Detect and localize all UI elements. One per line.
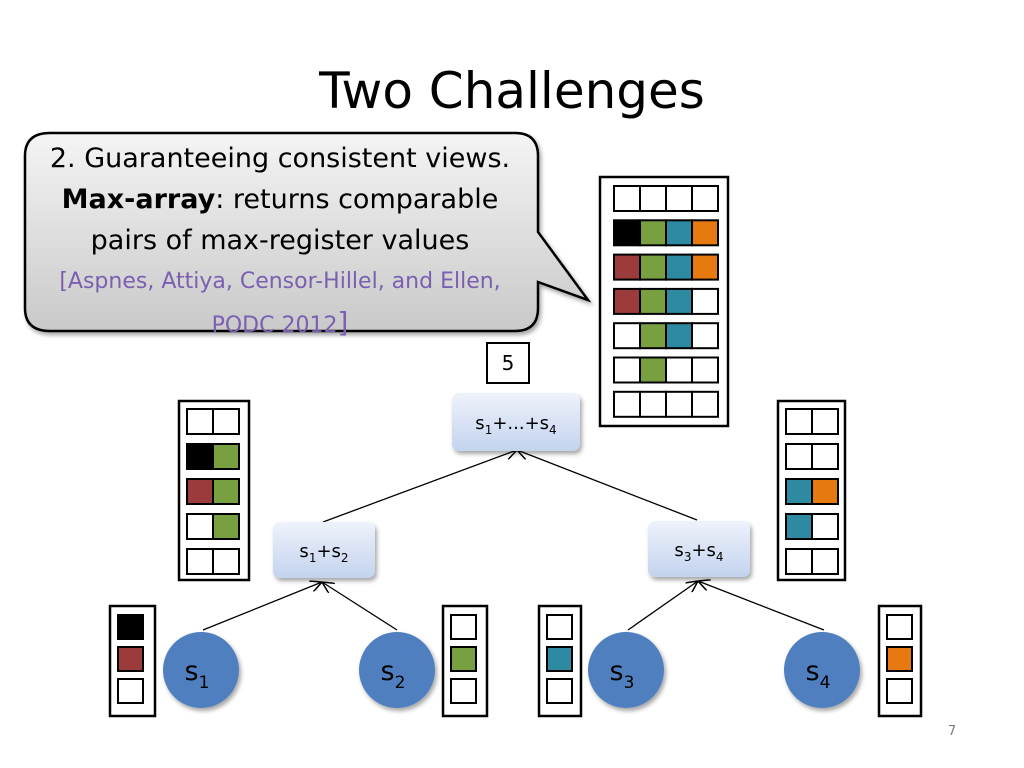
callout-bubble bbox=[23, 131, 592, 333]
citation-venue: PODC 2012 bbox=[211, 313, 338, 338]
left-array-cell bbox=[212, 478, 240, 505]
root-array-cell bbox=[665, 253, 693, 281]
leaf-array-4-cell bbox=[886, 678, 913, 704]
max-array-term: Max-array bbox=[61, 184, 216, 215]
root-array-cell bbox=[665, 322, 693, 350]
root-array-cell bbox=[691, 253, 719, 281]
citation-line-1: [Aspnes, Attiya, Censor-Hillel, and Elle… bbox=[59, 269, 501, 294]
right-array-cell bbox=[785, 478, 813, 505]
root-array-cell bbox=[639, 253, 667, 281]
edge-right-to-root bbox=[517, 450, 698, 521]
leaf-array-2-cell bbox=[450, 614, 477, 640]
right-array-cell bbox=[785, 408, 813, 435]
left-array-cell bbox=[186, 548, 214, 575]
root-array-cell bbox=[639, 356, 667, 384]
root-array-cell bbox=[613, 356, 641, 384]
root-array-cell bbox=[665, 219, 693, 247]
root-array-cell bbox=[691, 185, 719, 212]
right-array-cell bbox=[785, 548, 813, 575]
left-node bbox=[273, 522, 375, 578]
root-counter-box bbox=[486, 342, 530, 384]
max-arrays bbox=[108, 175, 923, 718]
root-array-cell bbox=[613, 185, 641, 212]
root-array-cell bbox=[665, 185, 693, 212]
callout-line-3: pairs of max-register values bbox=[90, 225, 470, 256]
root-array-cell bbox=[639, 219, 667, 247]
root-array-cell bbox=[639, 322, 667, 350]
left-array-cell bbox=[212, 513, 240, 540]
left-array-cell bbox=[212, 443, 240, 470]
left-array-cell bbox=[212, 408, 240, 435]
root-array-cell bbox=[639, 185, 667, 212]
root-array-cell bbox=[613, 322, 641, 350]
left-node-label: s1+s2 bbox=[299, 541, 348, 565]
max-array-desc: : returns comparable bbox=[215, 184, 499, 215]
leaf-array-4-cell bbox=[886, 614, 913, 640]
leaf-array-3-cell bbox=[546, 646, 573, 672]
leaf-array-3-cell bbox=[546, 678, 573, 704]
root-array-cell bbox=[691, 356, 719, 384]
callout-text: 2. Guaranteeing consistent views. Max-ar… bbox=[40, 138, 520, 346]
page-number: 7 bbox=[948, 724, 957, 739]
root-array-cell bbox=[691, 322, 719, 350]
callout-line-1: 2. Guaranteeing consistent views. bbox=[49, 143, 511, 174]
edge-left-to-root bbox=[322, 450, 517, 523]
citation-line-2: PODC 2012] bbox=[40, 302, 520, 346]
edge-s2-to-left bbox=[322, 582, 398, 631]
root-node-label: s1+...+s4 bbox=[475, 413, 556, 437]
root-array-cell bbox=[691, 287, 719, 315]
leaf-array-2-cell bbox=[450, 646, 477, 672]
right-array-cell bbox=[811, 478, 839, 505]
leaf-s4: s4 bbox=[784, 632, 860, 708]
edge-s4-to-right bbox=[698, 581, 825, 631]
root-array-cell bbox=[639, 287, 667, 315]
slide-title: Two Challenges bbox=[319, 62, 705, 120]
edge-s1-to-left bbox=[202, 582, 322, 631]
leaf-array-1-cell bbox=[117, 614, 144, 640]
leaf-array-4-cell bbox=[886, 646, 913, 672]
leaf-s1: s1 bbox=[163, 632, 239, 708]
root-array-cell bbox=[665, 356, 693, 384]
right-array-cell bbox=[785, 443, 813, 470]
left-array-cell bbox=[186, 443, 214, 470]
callout-line-2: Max-array: returns comparable bbox=[40, 179, 520, 220]
leaf-array-1-cell bbox=[117, 678, 144, 704]
right-array-cell bbox=[811, 408, 839, 435]
left-array-cell bbox=[186, 513, 214, 540]
right-array-cell bbox=[811, 443, 839, 470]
leaf-array-2-cell bbox=[450, 678, 477, 704]
left-array-cell bbox=[186, 478, 214, 505]
right-array-cell bbox=[811, 548, 839, 575]
root-node bbox=[452, 393, 580, 451]
left-array-cell bbox=[186, 408, 214, 435]
root-array-cell bbox=[691, 219, 719, 247]
leaf-s3: s3 bbox=[588, 632, 664, 708]
root-array-cell bbox=[639, 390, 667, 418]
right-array-cell bbox=[811, 513, 839, 540]
leaf-array-1-cell bbox=[117, 646, 144, 672]
leaf-s2: s2 bbox=[359, 632, 435, 708]
right-array-cell bbox=[785, 513, 813, 540]
root-array-cell bbox=[691, 390, 719, 418]
left-array-cell bbox=[212, 548, 240, 575]
right-node-label: s3+s4 bbox=[674, 540, 723, 564]
root-array-cell bbox=[613, 390, 641, 418]
root-array-cell bbox=[665, 287, 693, 315]
leaf-array-3-cell bbox=[546, 614, 573, 640]
root-counter: 5 bbox=[502, 351, 515, 375]
right-node bbox=[648, 521, 750, 577]
citation-close: ] bbox=[337, 306, 349, 339]
root-array-cell bbox=[665, 390, 693, 418]
root-array-cell bbox=[613, 219, 641, 247]
root-array-cell bbox=[613, 253, 641, 281]
edge-s3-to-right bbox=[627, 581, 698, 631]
root-array-cell bbox=[613, 287, 641, 315]
